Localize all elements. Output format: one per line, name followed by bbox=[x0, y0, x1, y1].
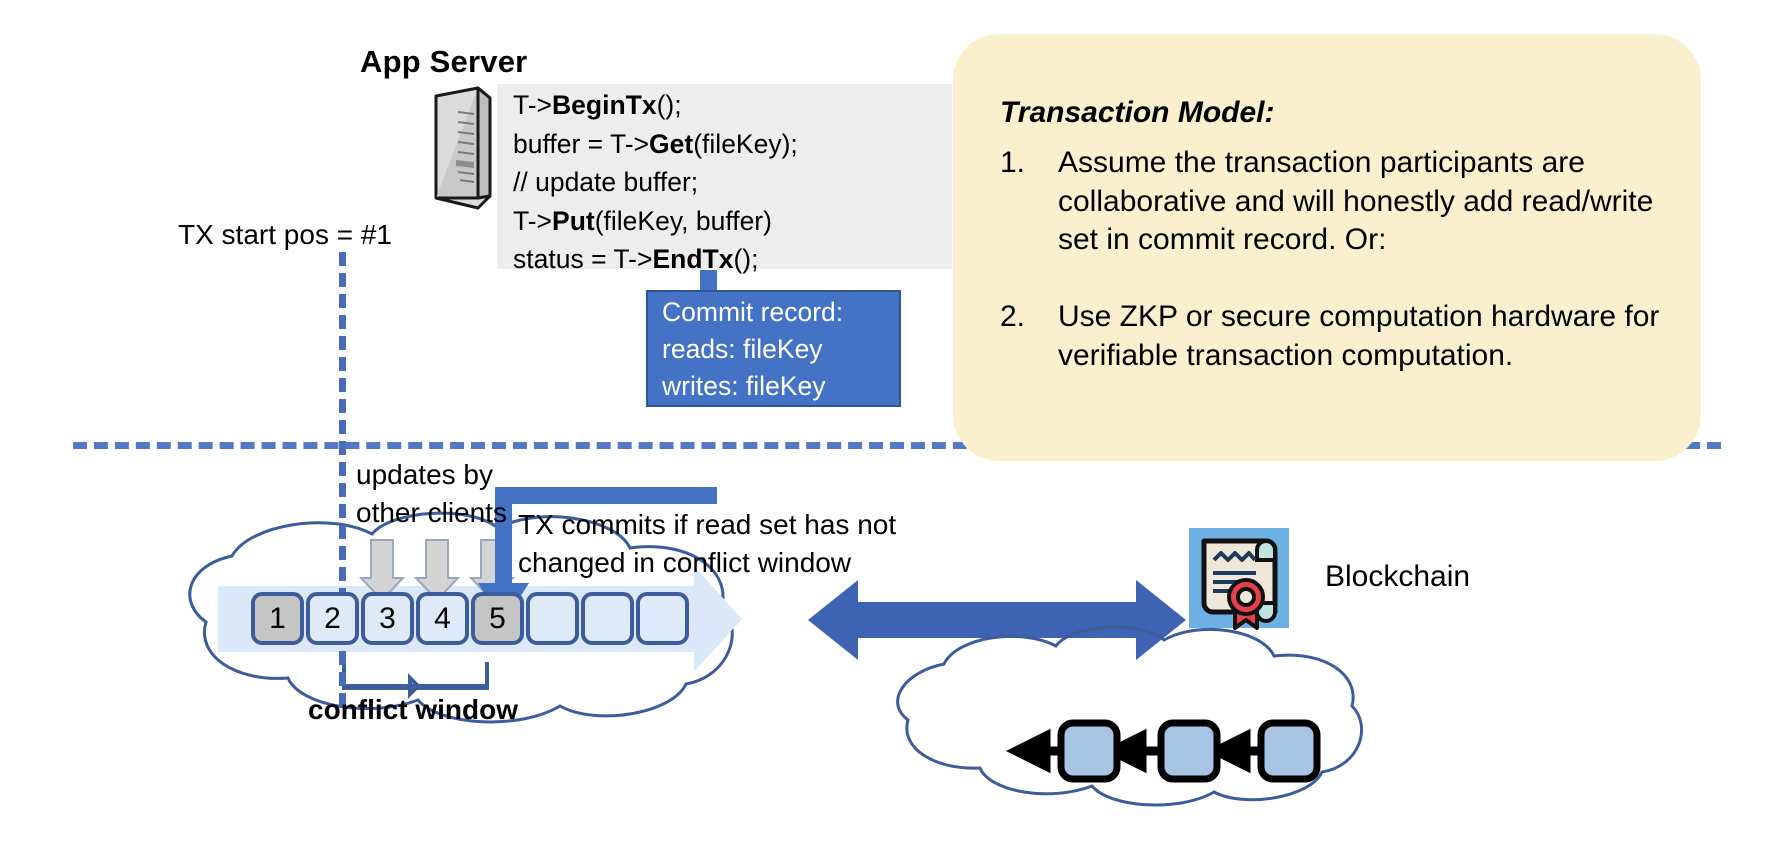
updates-by-other-clients-label: updates by other clients bbox=[356, 456, 507, 532]
updates-label-line-1: updates by bbox=[356, 459, 493, 490]
code-line-1: T->BeginTx(); bbox=[513, 86, 953, 125]
conflict-window-label: conflict window bbox=[308, 694, 518, 725]
ledger-block-8[interactable] bbox=[636, 592, 689, 645]
code-line-4-pre: T-> bbox=[513, 205, 553, 236]
code-line-4-call: Put bbox=[552, 205, 595, 236]
update-arrow-icon-group bbox=[358, 539, 516, 602]
code-snippet-text: T->BeginTx();buffer = T->Get(fileKey);//… bbox=[513, 86, 953, 279]
blockchain-block-group bbox=[1057, 719, 1321, 783]
ledger-block-1[interactable]: 1 bbox=[251, 592, 304, 645]
sync-double-arrow-icon bbox=[808, 580, 1186, 660]
code-line-5-call: EndTx bbox=[652, 244, 734, 274]
code-snippet-box bbox=[497, 84, 952, 269]
server-tower-icon bbox=[434, 86, 492, 210]
blockchain-cloud-icon bbox=[896, 625, 1363, 807]
code-line-5-pre: status = T-> bbox=[513, 244, 653, 274]
layer-separator-dashed-line bbox=[73, 442, 1721, 449]
code-line-1-pre: T-> bbox=[513, 90, 553, 120]
commit-record-line-1: Commit record: bbox=[662, 297, 844, 327]
tx-start-pos-label: TX start pos = #1 bbox=[178, 219, 392, 250]
commit-record-box: Commit record: reads: fileKey writes: file… bbox=[646, 290, 901, 407]
transaction-model-item-2-text: Use ZKP or secure computation hardware f… bbox=[1058, 300, 1660, 372]
commit-record-text: Commit record: reads: fileKey writes: file… bbox=[662, 294, 843, 405]
transaction-model-item-1-number: 1. bbox=[1000, 146, 1026, 179]
smart-contract-certificate-icon bbox=[1189, 528, 1289, 630]
commit-record-line-2: reads: fileKey bbox=[662, 334, 823, 364]
blockchain-label: Blockchain bbox=[1325, 560, 1471, 593]
transaction-model-title: Transaction Model: bbox=[1000, 96, 1275, 129]
code-line-1-post: (); bbox=[656, 90, 682, 120]
tx-start-dashed-line bbox=[339, 252, 346, 707]
ledger-block-3[interactable]: 3 bbox=[361, 592, 414, 645]
code-line-2-post: (fileKey); bbox=[693, 128, 798, 159]
ledger-block-6[interactable] bbox=[526, 592, 579, 645]
code-line-2: buffer = T->Get(fileKey); bbox=[513, 125, 953, 164]
code-line-3-pre: // update buffer; bbox=[513, 167, 699, 197]
code-line-5-post: (); bbox=[733, 244, 759, 274]
code-line-2-pre: buffer = T-> bbox=[513, 128, 650, 159]
commit-record-line-3: writes: fileKey bbox=[662, 371, 826, 401]
transaction-model-item-1: 1. Assume the transaction participants a… bbox=[1000, 144, 1660, 260]
tx-commit-condition-label: TX commits if read set has not changed i… bbox=[518, 506, 896, 582]
updates-label-line-2: other clients bbox=[356, 497, 507, 528]
chain-link-arrow-group bbox=[1005, 728, 1266, 774]
conflict-window-brace bbox=[342, 662, 489, 699]
code-line-3: // update buffer; bbox=[513, 163, 953, 202]
commit-condition-line-1: TX commits if read set has not bbox=[518, 509, 897, 540]
app-server-title: App Server bbox=[360, 44, 528, 79]
transaction-model-item-2: 2. Use ZKP or secure computation hardwar… bbox=[1000, 298, 1660, 375]
ledger-block-2[interactable]: 2 bbox=[306, 592, 359, 645]
transaction-model-callout: Transaction Model: 1. Assume the transac… bbox=[953, 34, 1701, 461]
ledger-block-5[interactable]: 5 bbox=[471, 592, 524, 645]
code-line-2-call: Get bbox=[649, 128, 694, 159]
transaction-model-item-1-text: Assume the transaction participants are … bbox=[1058, 146, 1654, 256]
code-line-4: T->Put(fileKey, buffer) bbox=[513, 202, 953, 241]
ledger-block-4[interactable]: 4 bbox=[416, 592, 469, 645]
ledger-block-7[interactable] bbox=[581, 592, 634, 645]
commit-condition-line-2: changed in conflict window bbox=[518, 547, 852, 578]
code-line-1-call: BeginTx bbox=[552, 90, 657, 120]
transaction-model-item-2-number: 2. bbox=[1000, 300, 1026, 333]
code-line-5: status = T->EndTx(); bbox=[513, 240, 953, 279]
code-line-4-post: (fileKey, buffer) bbox=[594, 205, 772, 236]
